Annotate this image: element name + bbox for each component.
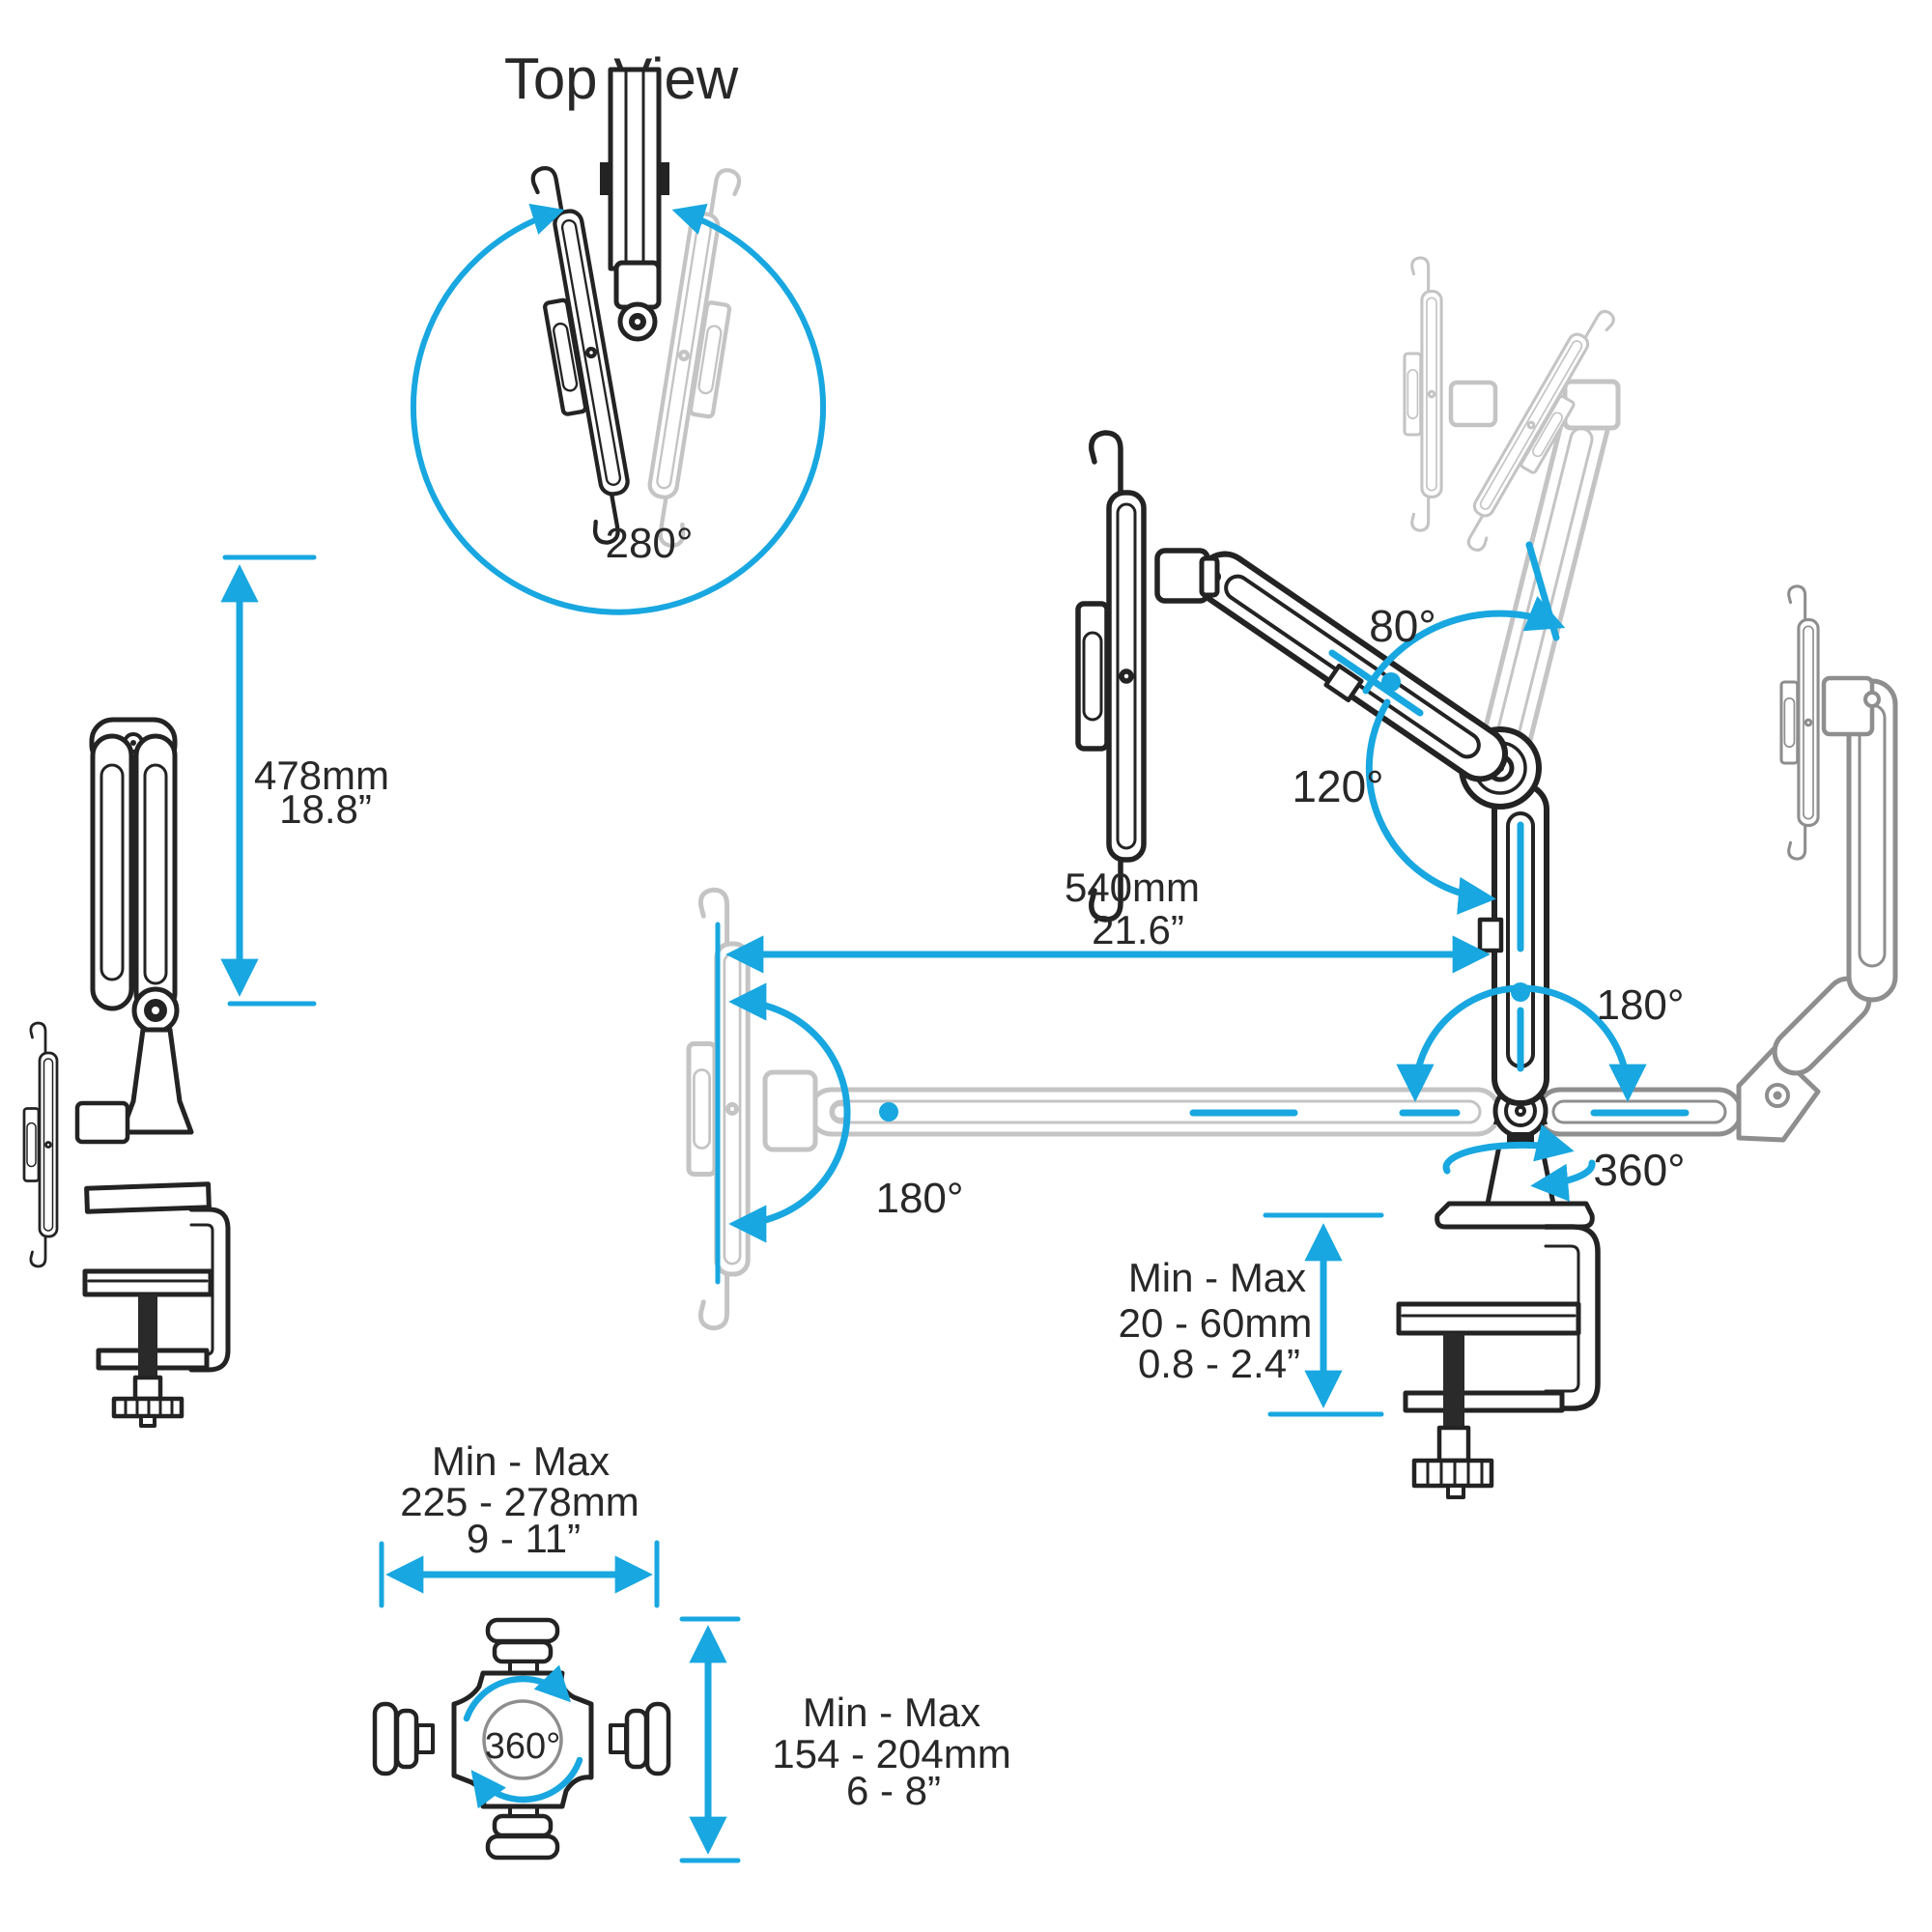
reach-mm-label: 540mm [1065, 865, 1200, 910]
holder-rotation-label: 360° [485, 1726, 561, 1767]
reach-dimension: 540mm 21.6” [715, 865, 1491, 1285]
base-rotation-label: 360° [1593, 1145, 1685, 1195]
ghost-upright-holder [1403, 256, 1498, 532]
tilt-up-label: 80° [1369, 601, 1436, 651]
top-view-section: Top View 280° [411, 46, 826, 615]
holder-rotation-arc-top [463, 1664, 572, 1722]
side-view-clamp [82, 1181, 231, 1428]
holder-width-mm: 225 - 278mm [400, 1479, 639, 1524]
arm-swivel-label: 180° [1596, 981, 1684, 1029]
upper-arm-pivot-dot [1381, 672, 1401, 692]
height-in-label: 18.8” [279, 786, 372, 832]
base-rotation-arc-top [1442, 1124, 1575, 1175]
holder-height-in: 6 - 8” [846, 1768, 941, 1813]
side-view-holder [22, 1021, 130, 1268]
tilt-up-arc [1362, 596, 1566, 695]
vertical-arm [1477, 781, 1549, 1106]
top-view-rotation-label: 280° [605, 520, 693, 567]
clamp-range-dimension: Min - Max 20 - 60mm 0.8 - 2.4” [1119, 1212, 1384, 1417]
side-view-arm [89, 717, 194, 1135]
reach-in-label: 21.6” [1092, 907, 1184, 952]
tilt-down-arc [1365, 698, 1496, 915]
clamp-range-mm: 20 - 60mm [1119, 1300, 1313, 1346]
top-view-arm-column [600, 67, 669, 310]
holder-height-dimension: Min - Max 154 - 204mm 6 - 8” [679, 1616, 1011, 1863]
side-view-section: 478mm 18.8” [22, 554, 389, 1428]
holder-swivel-label: 180° [875, 1175, 963, 1222]
top-view-pivot-joint [617, 301, 658, 342]
height-mm-label: 478mm [254, 753, 389, 798]
ghost-folded-arm-right [1535, 584, 1898, 1143]
side-view-height-dimension: 478mm 18.8” [220, 554, 389, 1007]
holder-width-title: Min - Max [432, 1438, 610, 1484]
tilt-down-label: 120° [1292, 761, 1383, 811]
base-rotation-arc-bottom [1530, 1159, 1596, 1202]
clamp-range-title: Min - Max [1128, 1255, 1306, 1300]
arm-swivel-arc [1396, 984, 1647, 1102]
top-view-rotation-arc [411, 203, 826, 615]
holder-width-in: 9 - 11” [467, 1516, 581, 1561]
upper-arm-slot-mark [1328, 649, 1424, 717]
holder-swivel-arc [728, 982, 851, 1243]
holder-top-view-section: Min - Max 225 - 278mm 9 - 11” [372, 1438, 1011, 1863]
main-holder [1078, 433, 1220, 920]
holder-height-title: Min - Max [803, 1690, 980, 1735]
clamp-range-in: 0.8 - 2.4” [1138, 1341, 1300, 1386]
holder-width-dimension: Min - Max 225 - 278mm 9 - 11” [379, 1438, 660, 1608]
ghost-horizontal-arm-left [689, 890, 1502, 1328]
holder-rotation-arc-bottom [470, 1756, 583, 1809]
left-arm-pivot-dot [879, 1102, 898, 1122]
holder-height-mm: 154 - 204mm [772, 1731, 1010, 1776]
main-view-section: 80° 120° 540mm 21.6” 180° 180° 360° Min … [689, 256, 1898, 1499]
